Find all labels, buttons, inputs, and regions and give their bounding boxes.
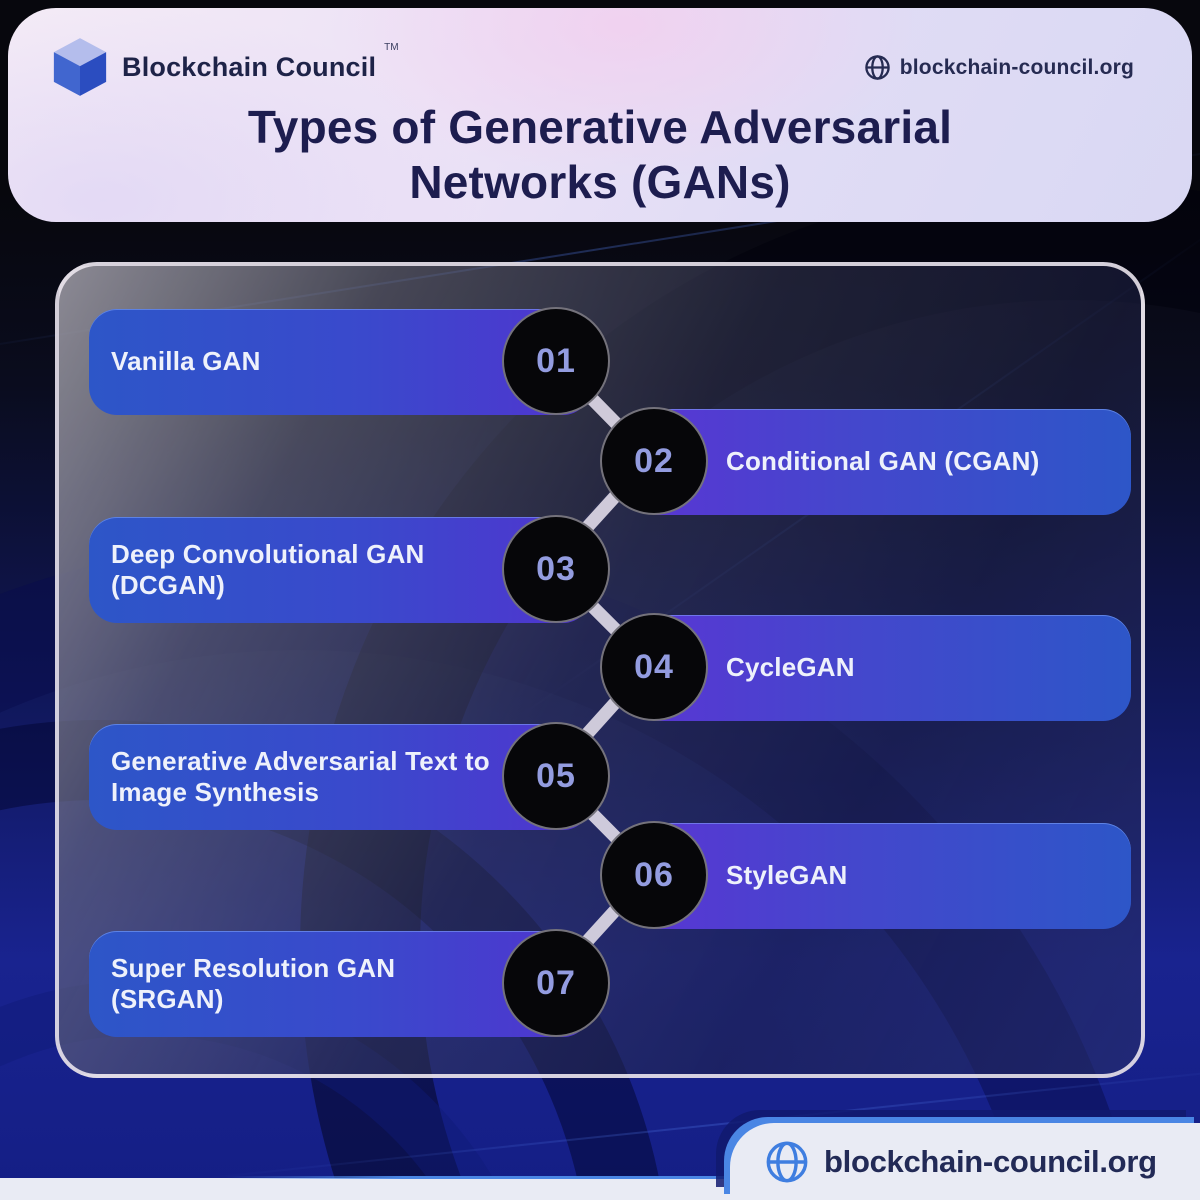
- step-number-badge: 03: [502, 515, 610, 623]
- step-number: 07: [536, 963, 576, 1002]
- page-title: Types of Generative Adversarial Networks…: [8, 100, 1192, 210]
- step-number-badge: 04: [600, 613, 708, 721]
- step-number: 02: [634, 441, 674, 480]
- header-website-link[interactable]: blockchain-council.org: [864, 54, 1134, 81]
- gan-item-row: StyleGAN 06: [59, 821, 1141, 929]
- step-number-badge: 07: [502, 929, 610, 1037]
- step-number-badge: 05: [502, 722, 610, 830]
- content-panel: Vanilla GAN 01 Conditional GAN (CGAN) 02…: [55, 262, 1145, 1078]
- gan-item-bar: Conditional GAN (CGAN): [629, 409, 1131, 515]
- gan-item-label: Deep Convolutional GAN (DCGAN): [111, 538, 425, 600]
- gan-item-row: Super Resolution GAN (SRGAN) 07: [59, 929, 1141, 1037]
- cube-logo-icon: [53, 38, 107, 96]
- gan-item-bar: StyleGAN: [629, 823, 1131, 929]
- gan-item-label: CycleGAN: [726, 652, 855, 683]
- trademark-symbol: TM: [384, 42, 399, 53]
- footer-website-tab[interactable]: blockchain-council.org: [730, 1123, 1200, 1200]
- header-website-text: blockchain-council.org: [899, 55, 1134, 79]
- brand-logo: Blockchain Council TM: [52, 36, 399, 98]
- gan-item-label: Super Resolution GAN (SRGAN): [111, 952, 396, 1014]
- globe-icon: [864, 55, 890, 80]
- step-number-badge: 02: [600, 407, 708, 515]
- gan-item-label: StyleGAN: [726, 860, 848, 891]
- page-title-line2: Networks (GANs): [409, 156, 791, 209]
- header-card: Blockchain Council TM blockchain-council…: [8, 8, 1192, 222]
- gan-item-label: Vanilla GAN: [111, 346, 261, 377]
- gan-item-label: Conditional GAN (CGAN): [726, 446, 1040, 477]
- brand-name: Blockchain Council: [122, 51, 377, 82]
- gan-item-label: Generative Adversarial Text to Image Syn…: [111, 745, 490, 807]
- step-number: 01: [536, 341, 576, 380]
- step-number-badge: 06: [600, 821, 708, 929]
- gan-item-bar: CycleGAN: [629, 615, 1131, 721]
- step-number: 05: [536, 756, 576, 795]
- page-title-line1: Types of Generative Adversarial: [247, 101, 953, 153]
- step-number-badge: 01: [502, 307, 610, 415]
- gan-item-row: Conditional GAN (CGAN) 02: [59, 407, 1141, 515]
- gan-item-row: Deep Convolutional GAN (DCGAN) 03: [59, 515, 1141, 623]
- step-number: 04: [634, 647, 674, 686]
- gan-item-row: Vanilla GAN 01: [59, 307, 1141, 415]
- step-number: 06: [634, 855, 674, 894]
- strip-accent-line: [225, 1176, 733, 1179]
- globe-icon: [766, 1141, 808, 1182]
- footer-website-text: blockchain-council.org: [824, 1143, 1157, 1179]
- step-number: 03: [536, 549, 576, 588]
- gan-item-row: Generative Adversarial Text to Image Syn…: [59, 722, 1141, 830]
- gan-item-row: CycleGAN 04: [59, 613, 1141, 721]
